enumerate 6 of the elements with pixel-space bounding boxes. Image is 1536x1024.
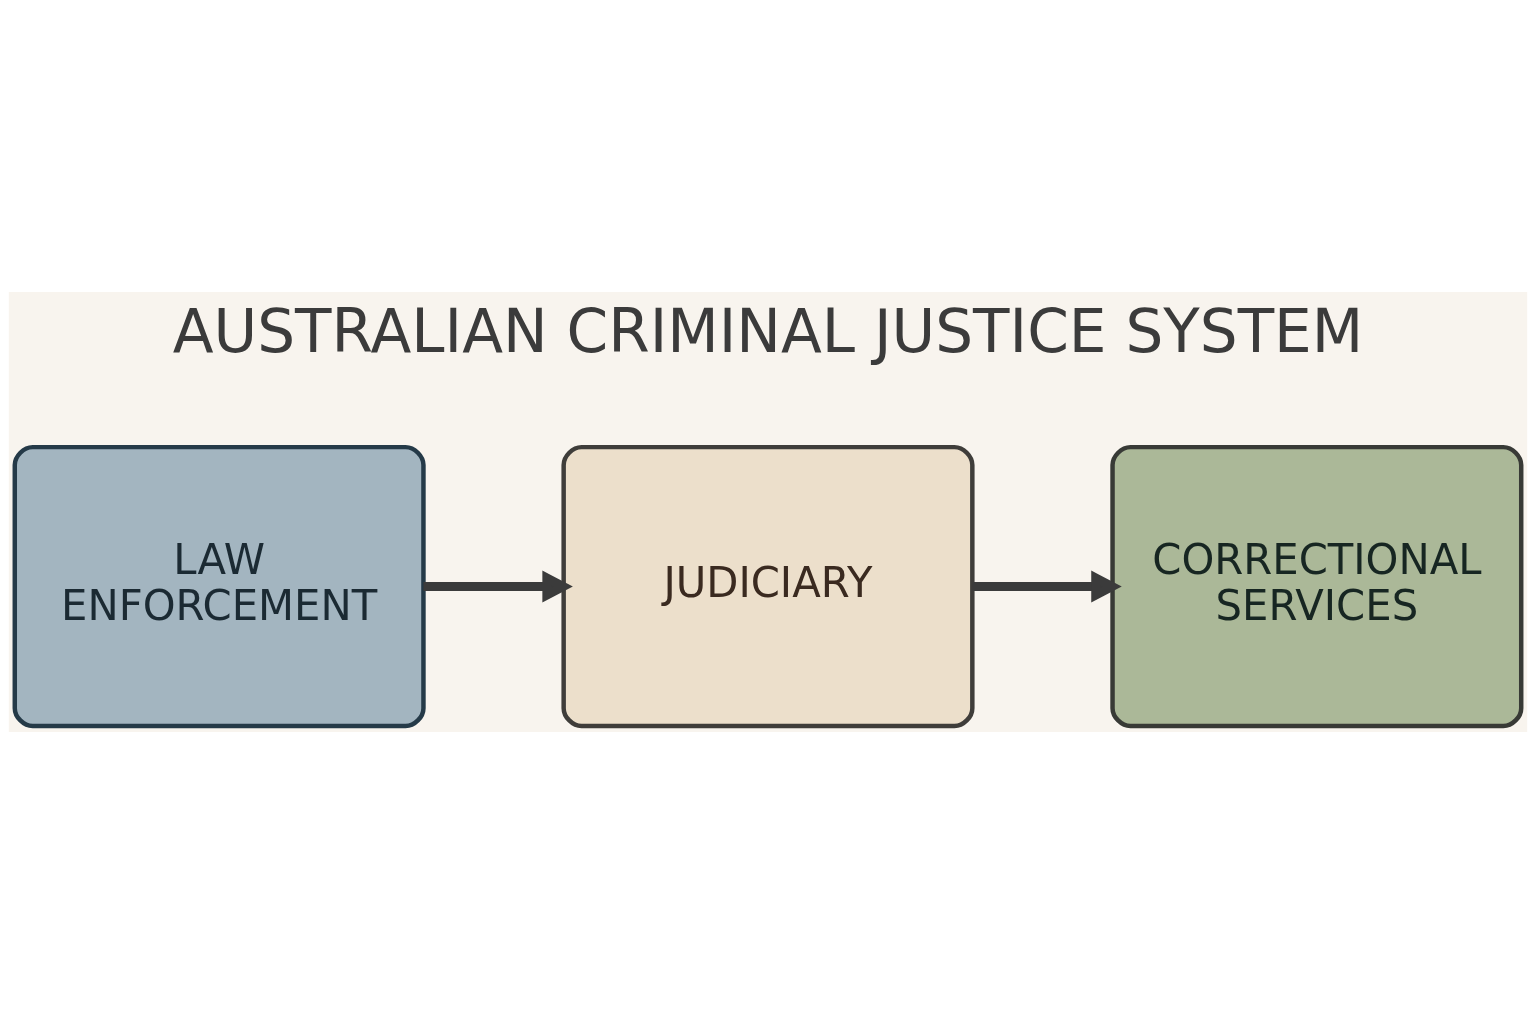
node-box: JUDICIARY xyxy=(561,444,975,729)
node-box: LAW ENFORCEMENT xyxy=(12,444,426,729)
arrow xyxy=(972,570,1122,603)
node-box: CORRECTIONAL SERVICES xyxy=(1110,444,1524,729)
arrow xyxy=(423,570,573,603)
diagram-title: AUSTRALIAN CRIMINAL JUSTICE SYSTEM xyxy=(172,296,1364,366)
